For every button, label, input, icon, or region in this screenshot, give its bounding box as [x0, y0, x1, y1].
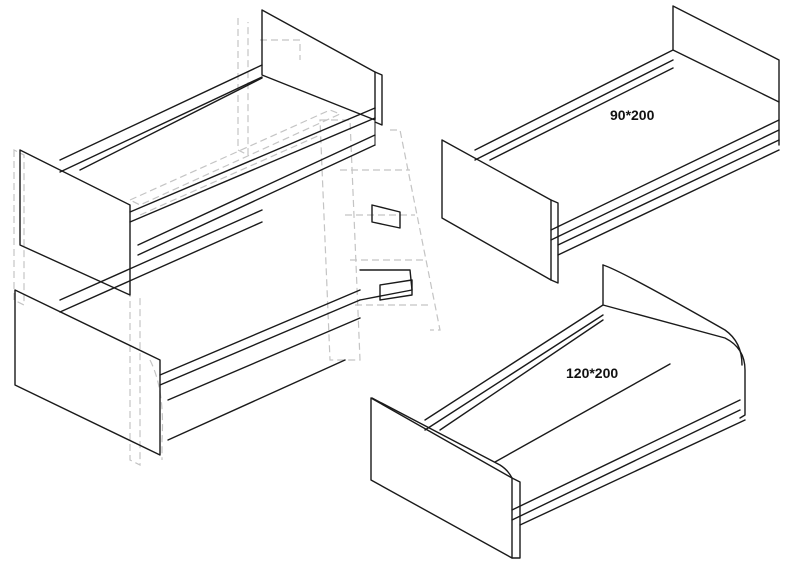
double-bed-headboard [602, 264, 746, 419]
single-bed-footboard [441, 139, 552, 281]
double-bed-size-label: 120*200 [566, 365, 618, 381]
upper-bunk [19, 9, 383, 296]
single-bed-size-label: 90*200 [610, 107, 655, 123]
lower-bunk [14, 204, 413, 456]
double-bed-footboard [370, 397, 513, 559]
double-bed-center-rail [494, 363, 671, 463]
bunk-bed-ghost-frame [13, 18, 441, 466]
single-bed: 90*200 [441, 5, 780, 284]
double-bed: 120*200 [370, 264, 746, 559]
bunk-bed [13, 9, 441, 466]
single-bed-headboard [672, 5, 780, 103]
